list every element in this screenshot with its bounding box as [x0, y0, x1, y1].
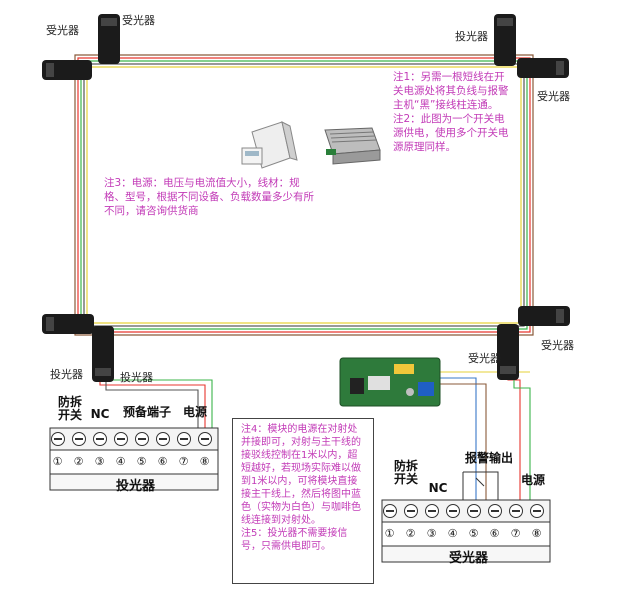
label-receiver-top: 受光器 [122, 14, 155, 27]
tx-label-tamper: 防拆 开关 [57, 395, 82, 422]
rx-label-power: 电源 [520, 473, 545, 487]
tx-label-spare: 预备端子 [122, 405, 171, 419]
rx-screw-1 [383, 504, 397, 518]
rx-screw-8 [530, 504, 544, 518]
rx-label-tamper: 防拆 开关 [393, 459, 418, 486]
sensor-left [42, 60, 92, 80]
tx-block-name: 投光器 [116, 479, 156, 494]
rx-screw-5 [467, 504, 481, 518]
sensor-bottom-right-horizontal [518, 306, 570, 326]
rx-screw-6 [488, 504, 502, 518]
rx-terminal-number-7: ⑦ [510, 527, 521, 540]
tx-screw-4 [114, 432, 128, 446]
rx-terminal-number-2: ② [405, 527, 416, 540]
rx-screw-7 [509, 504, 523, 518]
tx-screw-8 [198, 432, 212, 446]
tx-screw-2 [72, 432, 86, 446]
tx-terminal-number-3: ③ [94, 455, 105, 468]
label-receiver-bottom-right-2: 受光器 [541, 339, 574, 352]
sensor-bottom-right-vertical [497, 324, 519, 380]
rx-terminal-number-1: ① [384, 527, 395, 540]
label-transmitter-top-right: 投光器 [455, 30, 488, 43]
rx-terminal-number-5: ⑤ [468, 527, 479, 540]
power-supply-illustration [324, 127, 381, 165]
sensor-bottom-left-horizontal [42, 314, 94, 334]
main-wire-frame [83, 63, 525, 327]
rx-terminal-number-4: ④ [447, 527, 458, 540]
rx-label-nc: NC [428, 481, 448, 495]
tx-screw-7 [177, 432, 191, 446]
sensor-bottom-left-vertical [92, 326, 114, 382]
rx-screw-2 [404, 504, 418, 518]
label-receiver-right: 受光器 [537, 90, 570, 103]
tx-screw-1 [51, 432, 65, 446]
tx-terminal-number-6: ⑥ [157, 455, 168, 468]
red-wire-loop [77, 57, 531, 333]
transmitter-terminal-block [49, 427, 219, 491]
tx-terminal-number-4: ④ [115, 455, 126, 468]
rx-block-name: 受光器 [449, 551, 489, 566]
rx-screw-3 [425, 504, 439, 518]
tx-terminal-number-7: ⑦ [178, 455, 189, 468]
sensor-top-left-receiver [98, 14, 120, 64]
tx-screw-5 [135, 432, 149, 446]
rx-screw-4 [446, 504, 460, 518]
circuit-module [339, 357, 441, 407]
sensor-right [517, 58, 569, 78]
tx-terminal-number-2: ② [73, 455, 84, 468]
tx-terminal-number-8: ⑧ [199, 455, 210, 468]
note-3: 注3：电源：电压与电流值大小，线材：规格、型号，根据不同设备、负载数量多少有所不… [104, 177, 314, 217]
tx-label-nc: NC [90, 407, 110, 421]
note-4-5-box: 注4：模块的电源在对射处并接即可，对射与主干线的接驳线控制在1米以内，超短越好，… [232, 418, 374, 584]
tx-terminal-number-5: ⑤ [136, 455, 147, 468]
tx-label-power: 电源 [182, 405, 207, 419]
label-receiver-top-left: 受光器 [46, 24, 79, 37]
note-1-2: 注1：另需一根短线在开关电源处将其负线与报警主机“黑”接线柱连通。 注2：此图为… [393, 71, 509, 153]
alarm-host-illustration [241, 121, 298, 169]
rx-terminal-number-6: ⑥ [489, 527, 500, 540]
tx-screw-3 [93, 432, 107, 446]
note-4-5: 注4：模块的电源在对射处并接即可，对射与主干线的接驳线控制在1米以内，超短越好，… [241, 424, 361, 552]
sensor-top-right-transmitter [494, 14, 516, 66]
tx-terminal-number-1: ① [52, 455, 63, 468]
label-transmitter-bottom-left: 投光器 [50, 368, 83, 381]
rx-label-alarm-output: 报警输出 [464, 451, 513, 465]
receiver-terminal-block [381, 499, 551, 563]
rx-terminal-number-8: ⑧ [531, 527, 542, 540]
label-receiver-bottom-right: 受光器 [468, 352, 501, 365]
tx-screw-6 [156, 432, 170, 446]
brown-wire-loop [74, 54, 534, 336]
rx-terminal-number-3: ③ [426, 527, 437, 540]
label-transmitter-bottom: 投光器 [120, 371, 153, 384]
alarm-output-relay-symbol [462, 471, 499, 500]
green-wire-loop [80, 60, 528, 330]
